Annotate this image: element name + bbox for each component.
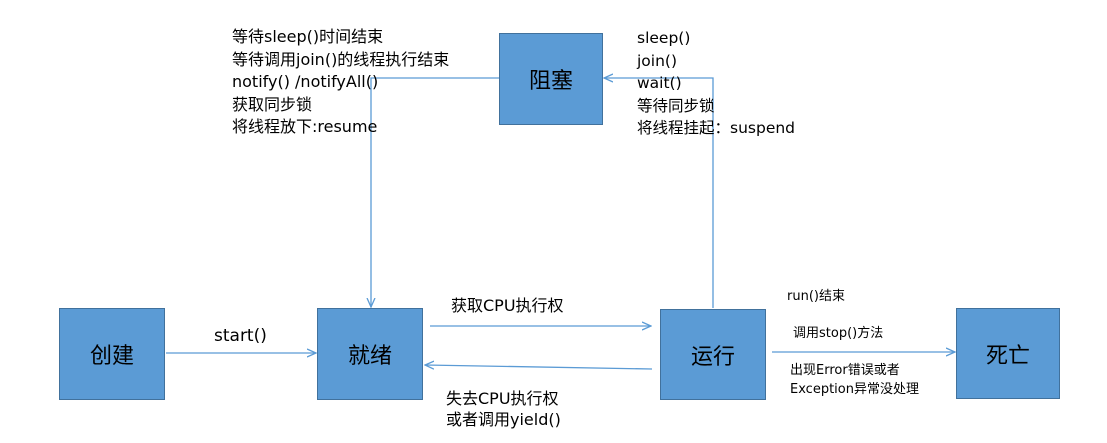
label-lose-cpu-line: 或者调用yield() xyxy=(446,410,561,429)
state-running: 运行 xyxy=(660,309,766,400)
label-block-line: 等待同步锁 xyxy=(637,96,715,115)
label-error-line: 出现Error错误或者 xyxy=(790,363,900,378)
state-ready-label: 就绪 xyxy=(347,344,392,369)
label-gain-cpu: 获取CPU执行权 xyxy=(451,292,564,316)
label-unblock-line: 等待sleep()时间结束 xyxy=(232,27,384,46)
edge-blocked-to-ready xyxy=(371,77,500,307)
edge-running-to-blocked xyxy=(604,78,714,308)
label-block-line: join() xyxy=(637,51,678,70)
state-ready: 就绪 xyxy=(317,308,423,400)
edge-running-to-ready xyxy=(425,365,653,369)
label-start: start() xyxy=(214,326,267,346)
state-blocked: 阻塞 xyxy=(499,33,603,125)
state-dead-label: 死亡 xyxy=(985,343,1030,369)
label-block-line: 将线程挂起：suspend xyxy=(637,119,796,138)
label-start-text: start() xyxy=(214,326,267,346)
label-run-end: run()结束 xyxy=(787,285,845,304)
label-unblock-line: 将线程放下:resume xyxy=(232,117,378,137)
label-block-line: sleep() xyxy=(637,29,691,47)
state-create: 创建 xyxy=(59,308,165,400)
label-error: 出现Error错误或者 Exception异常没处理 xyxy=(790,361,919,399)
label-lose-cpu-line: 失去CPU执行权 xyxy=(446,389,559,408)
state-running-label: 运行 xyxy=(690,344,735,370)
label-run-end-text: run()结束 xyxy=(787,289,845,304)
label-stop-text: 调用stop()方法 xyxy=(793,326,884,341)
label-lose-cpu: 失去CPU执行权 或者调用yield() xyxy=(446,388,561,430)
label-unblock-line: 获取同步锁 xyxy=(232,94,313,114)
label-blocked-to-ready: 等待sleep()时间结束 等待调用join()的线程执行结束 notify()… xyxy=(232,26,449,139)
label-unblock-line: 等待调用join()的线程执行结束 xyxy=(232,49,450,69)
label-error-line: Exception异常没处理 xyxy=(790,382,919,397)
label-stop: 调用stop()方法 xyxy=(793,322,883,341)
state-create-label: 创建 xyxy=(89,344,134,369)
label-running-to-blocked: sleep() join() wait() 等待同步锁 将线程挂起：suspen… xyxy=(637,27,795,140)
state-dead: 死亡 xyxy=(956,308,1060,399)
state-blocked-label: 阻塞 xyxy=(528,69,573,94)
label-unblock-line: notify() /notifyAll() xyxy=(232,72,379,92)
label-gain-cpu-text: 获取CPU执行权 xyxy=(451,296,564,315)
label-block-line: wait() xyxy=(637,74,682,93)
